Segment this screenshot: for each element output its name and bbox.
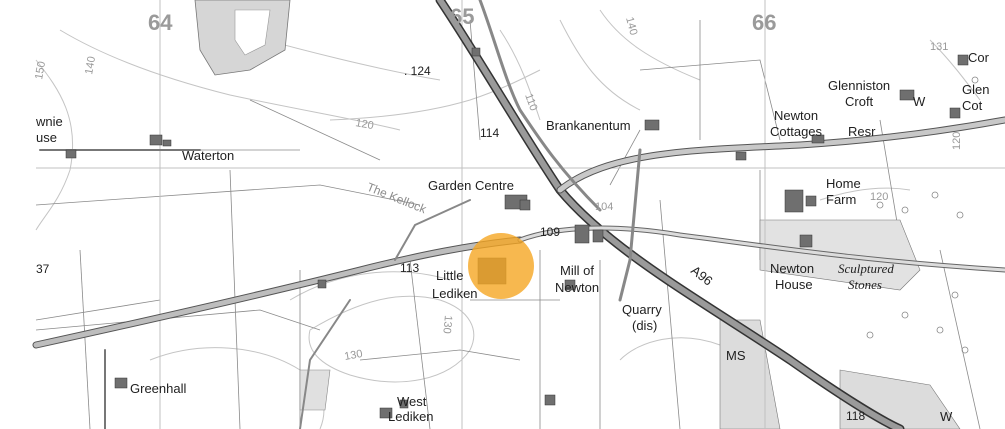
grid-lines xyxy=(36,0,1005,429)
place-cor-edge: Cor xyxy=(968,50,990,65)
place-wnie-edge: wnie xyxy=(35,114,63,129)
contour-label-140: 140 xyxy=(83,55,98,75)
place-newton-house-line2: House xyxy=(775,277,813,292)
place-garden-centre: Garden Centre xyxy=(428,178,514,193)
spot-height-37: 37 xyxy=(36,262,50,276)
map-left-margin xyxy=(0,0,36,429)
spot-height-124: . 124 xyxy=(404,64,431,78)
place-glenniston-line1: Glenniston xyxy=(828,78,890,93)
place-cot-edge: Cot xyxy=(962,98,983,113)
place-lediken: Lediken xyxy=(432,286,478,301)
contour-label-120: 120 xyxy=(354,117,374,132)
contour-label-130-b: 130 xyxy=(440,315,454,334)
spot-height-118: 118 xyxy=(846,409,865,423)
place-w-south: W xyxy=(940,409,953,424)
spot-height-104: 104 xyxy=(595,201,613,213)
place-sculptured-line2: Stones xyxy=(848,277,882,292)
place-quarry: Quarry xyxy=(622,302,662,317)
place-ms: MS xyxy=(726,348,746,363)
contour-label-110: 110 xyxy=(522,92,539,113)
place-newton-cottages-line2: Cottages xyxy=(770,124,823,139)
spot-height-131: 131 xyxy=(930,41,948,53)
place-west: West xyxy=(397,394,427,409)
place-greenhall: Greenhall xyxy=(130,381,186,396)
place-home-farm-line2: Farm xyxy=(826,192,856,207)
grid-label-66: 66 xyxy=(752,10,776,35)
place-little: Little xyxy=(436,268,463,283)
contour-label-130: 130 xyxy=(343,348,363,363)
tree-symbols xyxy=(866,76,979,354)
place-waterton: Waterton xyxy=(182,148,234,163)
place-w-north: W xyxy=(913,94,926,109)
grid-label-64: 64 xyxy=(148,10,173,35)
roads xyxy=(32,0,1005,429)
place-newton-cottages-line1: Newton xyxy=(774,108,818,123)
location-highlight-marker[interactable] xyxy=(468,233,534,299)
place-home-farm-line1: Home xyxy=(826,176,861,191)
place-glenniston-line2: Croft xyxy=(845,94,874,109)
place-brankanentum: Brankanentum xyxy=(546,118,631,133)
place-resr: Resr xyxy=(848,124,876,139)
contour-label-120-b: 120 xyxy=(870,191,888,203)
place-use-edge: use xyxy=(36,130,57,145)
contour-label-120-c: 120 xyxy=(951,132,963,150)
spot-height-109: 109 xyxy=(540,225,560,239)
grid-label-65: 65 xyxy=(450,4,474,29)
spot-height-114: 114 xyxy=(480,126,499,140)
place-quarry-dis: (dis) xyxy=(632,318,657,333)
place-newton: Newton xyxy=(555,280,599,295)
place-mill-of: Mill of xyxy=(560,263,594,278)
contour-label-140-top: 140 xyxy=(623,16,639,37)
place-glen-edge: Glen xyxy=(962,82,989,97)
contour-label-150: 150 xyxy=(33,60,48,80)
place-newton-house-line1: Newton xyxy=(770,261,814,276)
place-sculptured-line1: Sculptured xyxy=(838,261,894,276)
place-west-lediken: Lediken xyxy=(388,409,434,424)
spot-height-113: 113 xyxy=(400,261,419,275)
